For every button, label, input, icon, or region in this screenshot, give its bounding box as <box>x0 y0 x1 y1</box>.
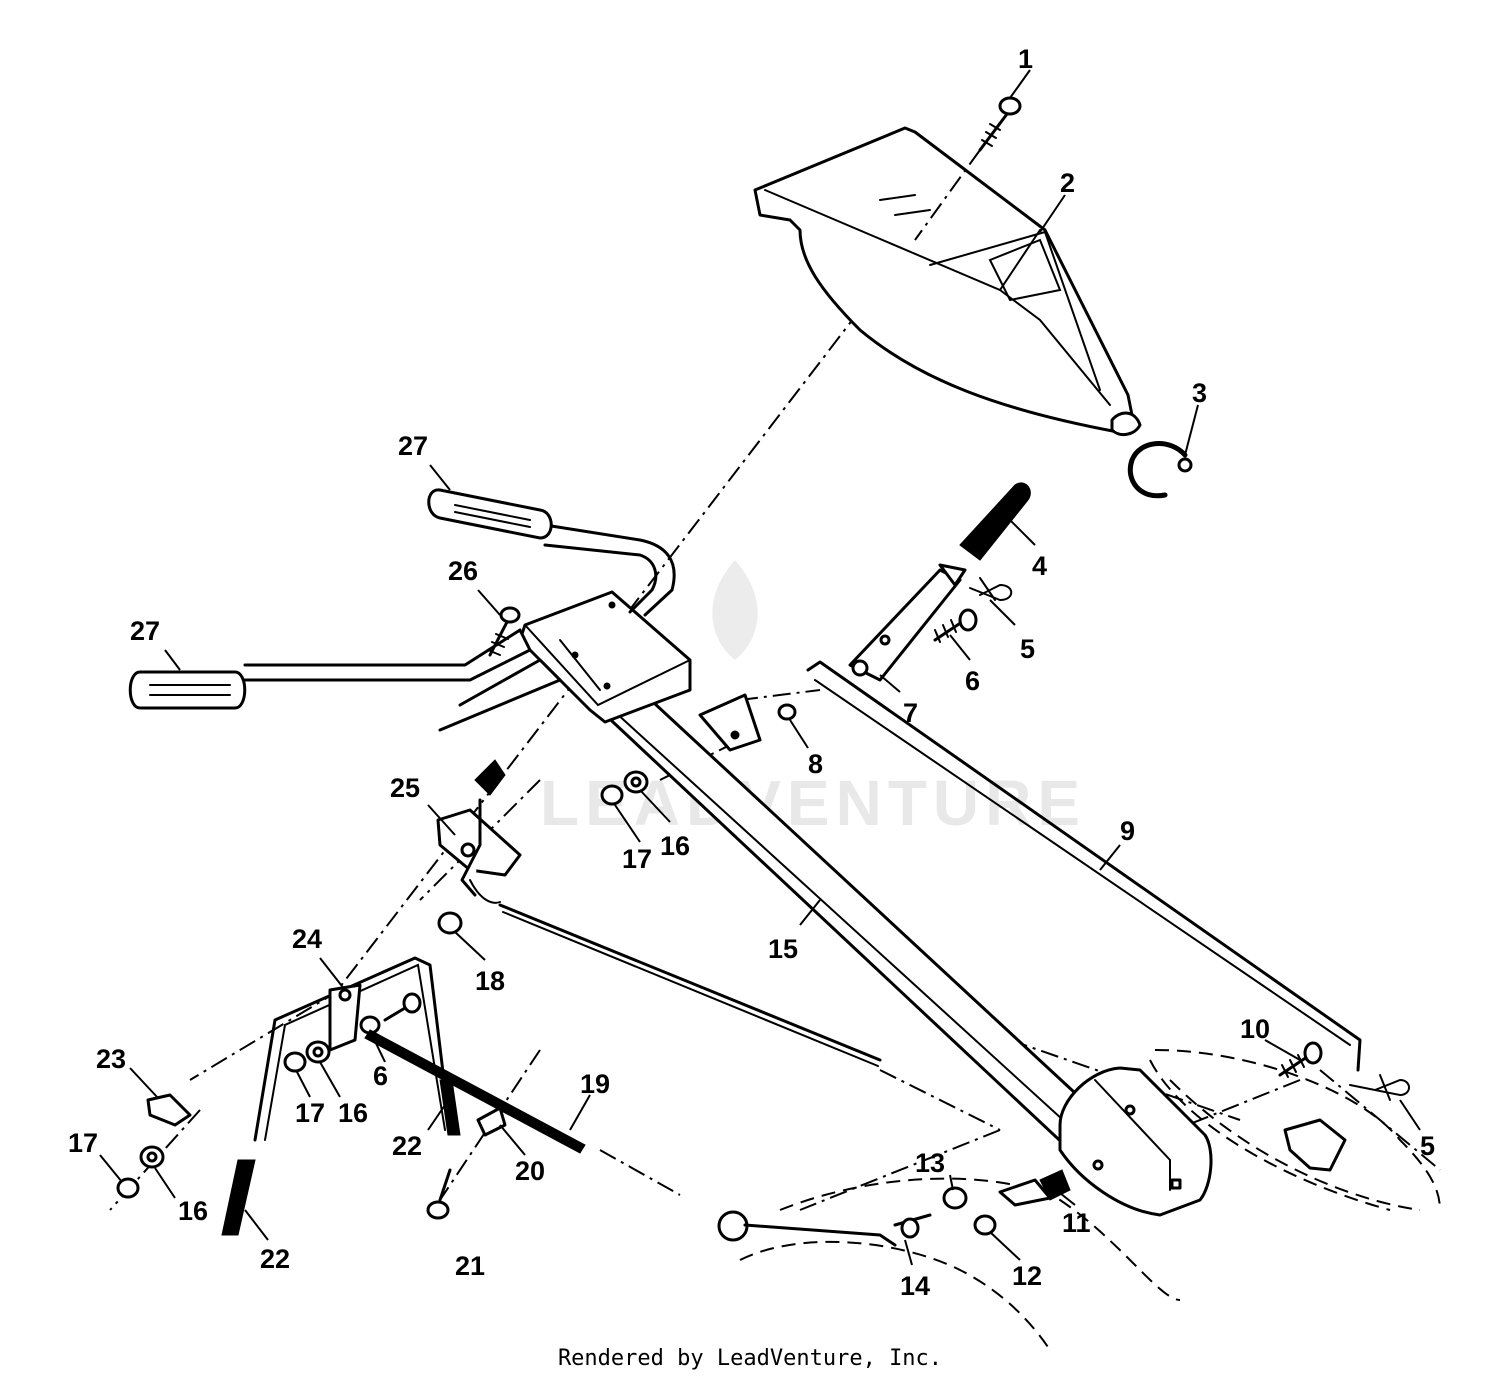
callout-16-lower: 16 <box>178 1196 208 1226</box>
bolt-10 <box>1278 1041 1323 1078</box>
callout-26: 26 <box>448 556 478 586</box>
callout-17-upper: 17 <box>622 844 652 874</box>
retaining-ring-end <box>1177 457 1193 473</box>
callout-21: 21 <box>455 1251 485 1281</box>
callout-20: 20 <box>515 1156 545 1186</box>
nut-12 <box>973 1214 997 1236</box>
handlebar-tube <box>596 688 1117 1152</box>
shift-lever <box>848 482 1031 682</box>
callout-11: 11 <box>1062 1208 1091 1238</box>
grip-lower <box>128 670 247 710</box>
nut-washer-upper <box>600 770 649 806</box>
clip-23 <box>146 1093 192 1127</box>
callout-18: 18 <box>475 966 505 996</box>
alignment-lines <box>109 309 1441 1211</box>
footer-credit: Rendered by LeadVenture, Inc. <box>557 1346 943 1371</box>
screw-1 <box>914 96 1022 241</box>
control-cable <box>498 903 882 1067</box>
callout-17-mid: 17 <box>295 1098 325 1128</box>
bolt-21 <box>426 1168 452 1220</box>
callout-12: 12 <box>1012 1261 1042 1291</box>
lever-bracket <box>436 759 522 904</box>
callout-6-upper: 6 <box>965 666 980 696</box>
nut-washer-mid <box>283 1040 331 1073</box>
callout-13: 13 <box>915 1148 945 1178</box>
callout-17-lower: 17 <box>68 1128 98 1158</box>
threaded-rod <box>364 1029 586 1154</box>
shift-rod <box>806 660 1362 1072</box>
handle-mount <box>518 590 692 724</box>
callout-16-upper: 16 <box>660 831 690 861</box>
callout-10: 10 <box>1240 1014 1270 1044</box>
callout-6-lower: 6 <box>373 1061 388 1091</box>
callout-22-left: 22 <box>260 1244 290 1274</box>
bolt-26 <box>487 606 521 657</box>
leader-lines <box>99 69 1421 1266</box>
washer-13 <box>942 1186 968 1210</box>
hairpin-clip-upper <box>969 577 1013 602</box>
shift-bracket <box>1283 1118 1347 1172</box>
callout-27-upper: 27 <box>398 431 428 461</box>
callout-8: 8 <box>808 749 823 779</box>
shield-cover <box>753 126 1142 437</box>
hairpin-clip-lower <box>1349 1074 1410 1101</box>
nut-washer-lower <box>116 1145 165 1199</box>
callout-24: 24 <box>292 924 322 954</box>
gearbox-plate <box>1058 1066 1213 1217</box>
bolt-6-upper <box>933 608 978 643</box>
detent-11 <box>998 1169 1071 1207</box>
bolt-6-lower <box>359 992 422 1035</box>
callout-9: 9 <box>1120 816 1135 846</box>
rod-assembly <box>253 956 452 1142</box>
watermark-flame-icon <box>712 560 758 660</box>
callout-5-lower: 5 <box>1420 1131 1435 1161</box>
callout-2: 2 <box>1060 168 1075 198</box>
retaining-ring <box>1127 441 1188 499</box>
callout-25: 25 <box>390 773 420 803</box>
shift-knob-lever <box>717 1210 932 1247</box>
callout-27-lower: 27 <box>130 616 160 646</box>
handlebar <box>243 523 676 732</box>
callout-numbers: 1 2 3 4 5 5 6 6 7 8 9 10 11 12 13 14 15 … <box>68 44 1435 1301</box>
callout-5-upper: 5 <box>1020 634 1035 664</box>
spring-rod-22-left <box>221 1159 256 1236</box>
clamp-20 <box>476 1106 507 1137</box>
nut-18 <box>437 911 463 935</box>
callout-14: 14 <box>900 1271 930 1301</box>
bracket-8 <box>698 693 797 752</box>
grip-upper <box>427 488 553 540</box>
callout-3: 3 <box>1192 378 1207 408</box>
callout-19: 19 <box>580 1069 610 1099</box>
callout-23: 23 <box>96 1044 126 1074</box>
callout-1: 1 <box>1018 44 1033 74</box>
callout-22-right: 22 <box>392 1131 422 1161</box>
callout-16-mid: 16 <box>338 1098 368 1128</box>
callout-15: 15 <box>768 934 798 964</box>
callout-7: 7 <box>903 698 918 728</box>
callout-4: 4 <box>1032 551 1047 581</box>
